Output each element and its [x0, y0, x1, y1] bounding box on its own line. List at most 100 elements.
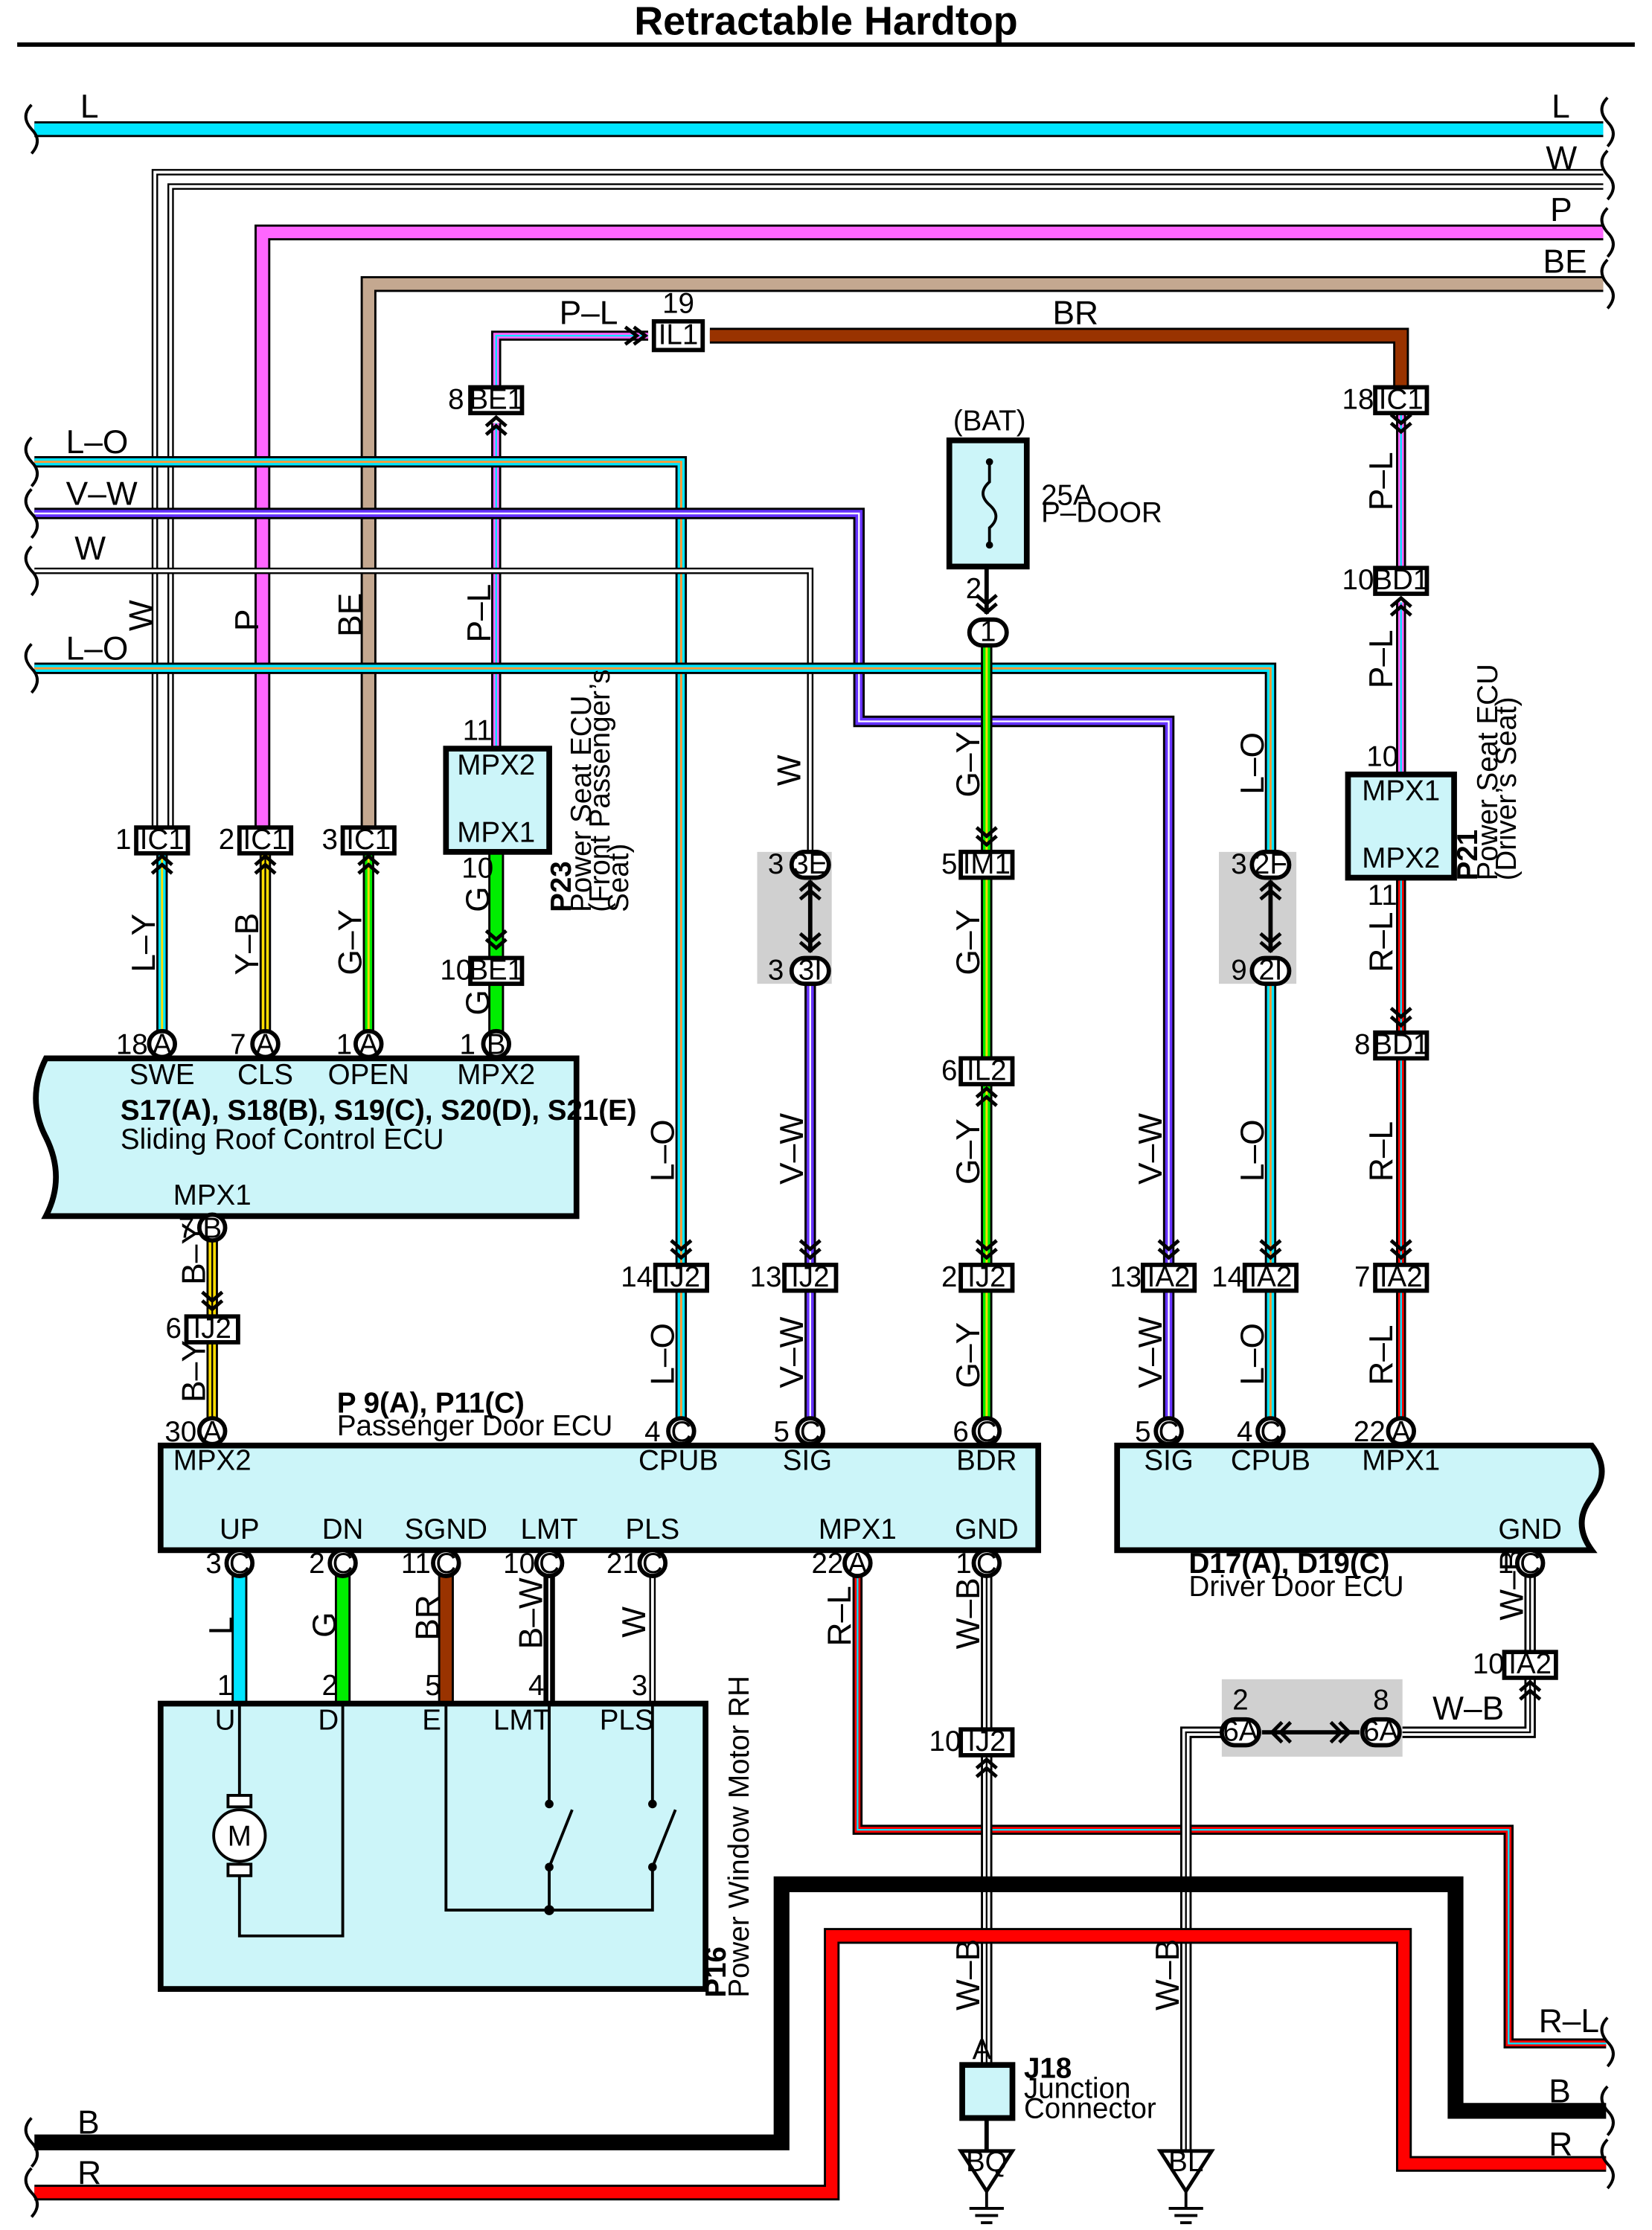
- wire-label-vw: V–W: [66, 476, 138, 513]
- pass-term-sgnd: SGND: [405, 1513, 487, 1545]
- wire-label-bw: B–W: [513, 1577, 549, 1649]
- pin-ij2-13: 13: [750, 1261, 782, 1293]
- wire-label-lo-2f: L–O: [1235, 732, 1271, 795]
- j18-name2: Connector: [1024, 2092, 1156, 2124]
- ground-bq-label: BQ: [966, 2146, 1008, 2178]
- pass-term-pls: PLS: [625, 1513, 679, 1545]
- wire-label-be-right: BE: [1543, 243, 1587, 280]
- conn-ij2-14: IJ2: [662, 1261, 700, 1293]
- wire-label-r-right: R: [1549, 2127, 1572, 2163]
- j18-pin-a: A: [973, 2034, 992, 2066]
- pd-pin-c-up: C: [229, 1548, 250, 1580]
- conn-2f: 2F: [1254, 848, 1287, 880]
- wire-label-w-3e: W: [771, 754, 807, 786]
- pass-term-mpx2: MPX2: [173, 1444, 252, 1476]
- conn-ic1-b: IC1: [243, 824, 288, 856]
- wire-label-be-vert: BE: [333, 593, 369, 637]
- j18-code: J18: [1024, 2053, 1072, 2085]
- conn-ia2-14: IA2: [1249, 1261, 1292, 1293]
- p21-code: P21: [1452, 830, 1484, 881]
- p21-mpx2: MPX2: [1362, 842, 1440, 874]
- pin-pd-sgnd-11: 11: [401, 1548, 431, 1580]
- pin-sr-18: 18: [116, 1029, 148, 1061]
- pin-pd-6: 6: [953, 1416, 968, 1448]
- pin-ic1-3: 3: [322, 824, 338, 856]
- wire-label-rl-1: R–L: [1363, 911, 1400, 972]
- sliding-roof-control-ecu: SWE CLS OPEN MPX2 S17(A), S18(B), S19(C)…: [33, 1055, 637, 1220]
- pin-3e-3: 3: [768, 848, 784, 880]
- pin-bd1-8: 8: [1354, 1029, 1370, 1061]
- connector-boxes: IL1 19 BE1 8 IC1 18 BD1 10 2 1 IC1 1 IC1…: [115, 287, 1558, 1777]
- ground-bq: BQ: [957, 2146, 1016, 2225]
- pin-pd-5: 5: [774, 1416, 790, 1448]
- pd-pin-c-dn: C: [333, 1548, 353, 1580]
- pass-term-cpub: CPUB: [638, 1444, 718, 1476]
- pin-dd-22: 22: [1354, 1416, 1386, 1448]
- pin-im1-5: 5: [941, 848, 957, 880]
- term-cls: CLS: [237, 1059, 293, 1091]
- junction-connector-j18: A J18 Junction Connector: [959, 2034, 1156, 2151]
- conn-im1: IM1: [963, 848, 1011, 880]
- pin-3i-3: 3: [768, 954, 784, 986]
- wire-label-b-left: B: [77, 2105, 100, 2141]
- conn-ia2-10: IA2: [1508, 1648, 1552, 1680]
- wire-label-pl-r2: P–L: [1363, 629, 1400, 688]
- motor-label: M: [228, 1820, 252, 1852]
- passenger-door-ecu: P 9(A), P11(C) Passenger Door ECU MPX2 C…: [157, 1387, 1042, 1554]
- pass-term-up: UP: [220, 1513, 260, 1545]
- conn-bd1-lower: BD1: [1373, 1029, 1429, 1061]
- conn-2i: 2I: [1258, 954, 1282, 986]
- pass-term-mpx1: MPX1: [819, 1513, 897, 1545]
- wire-label-rl-3: R–L: [1363, 1324, 1400, 1385]
- wire-label-rl-4: R–L: [822, 1586, 858, 1646]
- pin-ic1-2: 2: [219, 824, 234, 856]
- pin-motor-3: 3: [632, 1670, 647, 1702]
- conn-il1: IL1: [659, 319, 699, 351]
- p23-sub1: (Front Passenger’s: [584, 670, 616, 912]
- term-mpx1: MPX1: [173, 1179, 252, 1211]
- pin-dd-4: 4: [1237, 1416, 1252, 1448]
- p23-code: P23: [545, 861, 577, 912]
- pin-motor-5: 5: [425, 1670, 441, 1702]
- wire-label-p-right: P: [1550, 192, 1572, 228]
- wire-label-lo-3: L–O: [645, 1119, 682, 1182]
- conn-6a-left: 6A: [1223, 1716, 1258, 1748]
- term-open: OPEN: [328, 1059, 409, 1091]
- pin-motor-4: 4: [528, 1670, 544, 1702]
- wire-label-g-2: G: [460, 990, 496, 1015]
- wire-label-pl-r1: P–L: [1363, 452, 1400, 510]
- fuse-p-door: (BAT) 25A P–DOOR: [946, 405, 1162, 614]
- wire-label-wb-horiz: W–B: [1432, 1691, 1504, 1727]
- drv-term-mpx1: MPX1: [1362, 1444, 1440, 1476]
- motor-icon: [212, 1808, 267, 1863]
- motor-name: Power Window Motor RH: [723, 1676, 755, 1998]
- pin-ia2-7: 7: [1354, 1261, 1370, 1293]
- pin-be1-8: 8: [448, 383, 464, 415]
- pin-pd-4: 4: [644, 1416, 660, 1448]
- power-seat-ecu-driver: MPX1 MPX2 P21 Power Seat ECU (Driver’s S…: [1345, 664, 1523, 881]
- j18-name1: Junction: [1024, 2073, 1131, 2105]
- pd-pin-a-30: A: [202, 1416, 222, 1448]
- motor-term-lmt: LMT: [493, 1704, 551, 1736]
- wire-label-vw-2: V–W: [774, 1113, 810, 1185]
- pin-ia2-13: 13: [1110, 1261, 1142, 1293]
- wire-label-wb-4: W–B: [1150, 1939, 1186, 2010]
- pin-pd-lmt-10: 10: [503, 1548, 535, 1580]
- pin-ia2-14: 14: [1211, 1261, 1243, 1293]
- fuse-source: (BAT): [953, 405, 1026, 437]
- power-window-motor-rh: U D E LMT PLS M P16 Power Window Motor R…: [157, 1676, 755, 1998]
- wire-label-lo-4: L–O: [1235, 1119, 1271, 1182]
- wire-label-p-vert: P: [229, 609, 266, 632]
- pin-pd-dn-2: 2: [309, 1548, 324, 1580]
- drv-term-gnd: GND: [1498, 1513, 1562, 1545]
- pin-dd-5: 5: [1135, 1416, 1150, 1448]
- conn-be1-top: BE1: [469, 383, 523, 415]
- pd-pin-c-6: C: [976, 1416, 997, 1448]
- pin-pd-pls-21: 21: [606, 1548, 638, 1580]
- wire-label-gy-3: G–Y: [950, 1118, 987, 1185]
- pin-ia2-10: 10: [1473, 1648, 1505, 1680]
- pin-ij2-6: 6: [165, 1313, 181, 1345]
- drv-term-cpub: CPUB: [1231, 1444, 1310, 1476]
- motor-term-pls: PLS: [600, 1704, 654, 1736]
